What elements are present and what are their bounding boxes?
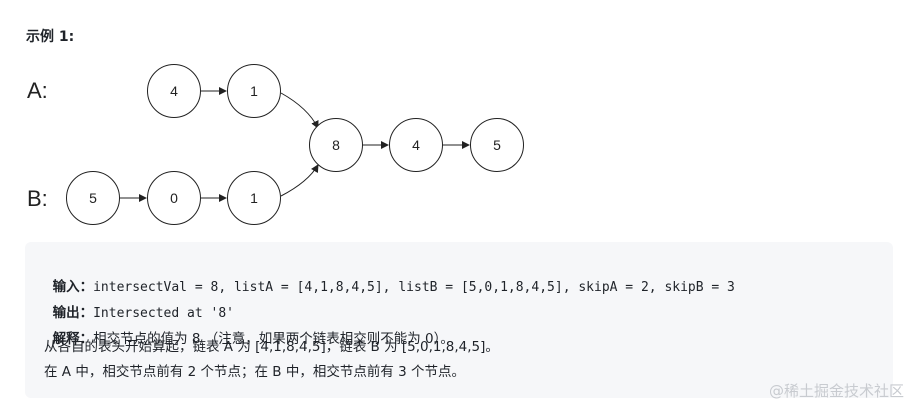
output-value: Intersected at '8' — [93, 306, 234, 321]
explain-line: 解释：相交节点的值为 8 （注意，如果两个链表相交则不能为 0）。 — [44, 312, 454, 348]
explain-value: 相交节点的值为 8 （注意，如果两个链表相交则不能为 0）。 — [93, 331, 454, 347]
input-value: intersectVal = 8, listA = [4,1,8,4,5], l… — [93, 280, 735, 295]
list-node-a1: 4 — [147, 64, 201, 118]
example-heading: 示例 1: — [26, 29, 75, 45]
edge-b3-c1 — [280, 164, 319, 197]
node-value: 8 — [332, 137, 340, 153]
linked-list-diagram: A: B: 4 1 5 0 1 8 4 5 — [27, 64, 524, 225]
list-node-c1: 8 — [309, 118, 363, 172]
list-node-b2: 0 — [147, 171, 201, 225]
list-node-c2: 4 — [389, 118, 443, 172]
edges — [120, 87, 470, 202]
node-value: 0 — [170, 190, 178, 206]
list-node-c3: 5 — [470, 118, 524, 172]
list-a-label: A: — [27, 78, 48, 103]
node-value: 1 — [250, 83, 258, 99]
explain-label: 解释： — [52, 331, 94, 347]
list-b-label: B: — [27, 186, 48, 211]
explanation-block — [25, 242, 893, 398]
site-watermark: @稀土掘金技术社区 — [768, 382, 904, 400]
list-node-a2: 1 — [227, 64, 281, 118]
node-value: 5 — [493, 137, 501, 153]
node-value: 5 — [89, 190, 97, 206]
explain-line-3: 在 A 中，相交节点前有 2 个节点；在 B 中，相交节点前有 3 个节点。 — [44, 364, 466, 380]
output-line: 输出：Intersected at '8' — [44, 286, 234, 323]
input-line: 输入：intersectVal = 8, listA = [4,1,8,4,5]… — [44, 260, 735, 297]
node-value: 1 — [250, 190, 258, 206]
output-label: 输出： — [52, 305, 94, 321]
explain-line-2: 从各自的表头开始算起，链表 A 为 [4,1,8,4,5]，链表 B 为 [5,… — [44, 339, 499, 355]
input-label: 输入： — [52, 279, 94, 295]
list-node-b1: 5 — [66, 171, 120, 225]
node-value: 4 — [412, 137, 420, 153]
node-value: 4 — [170, 83, 178, 99]
list-node-b3: 1 — [227, 171, 281, 225]
edge-a2-c1 — [280, 92, 319, 129]
